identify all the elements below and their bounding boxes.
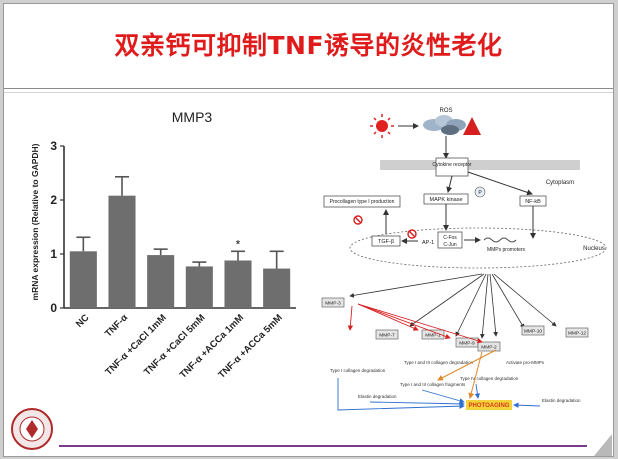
y-axis-label: mRNA expression (Relative to GAPDH) xyxy=(30,143,40,300)
ros-label: ROS xyxy=(439,108,452,114)
slide: 双亲钙可抑制TNF诱导的炎性老化 MMP3 mRNA expression (R… xyxy=(3,3,614,457)
fan-arrows xyxy=(349,273,557,339)
cell-membrane xyxy=(380,160,580,170)
bar xyxy=(108,195,136,308)
nucleus-label: Nucleus xyxy=(583,246,605,252)
sun-icon xyxy=(370,114,394,138)
page-corner xyxy=(594,434,612,456)
mmp-box xyxy=(477,341,501,352)
mmp-label: MMP-9 xyxy=(459,341,475,347)
mmp-label: MMP-3 xyxy=(325,301,341,307)
cfos-cjun-box xyxy=(437,231,463,249)
y-tick-label: 0 xyxy=(50,301,57,315)
bar xyxy=(147,255,175,308)
title-divider xyxy=(4,88,613,89)
x-tick-label: TNF-α +ACCa 5mM xyxy=(216,312,285,381)
mmp-box xyxy=(321,297,345,308)
nfkb-label: NF-kB xyxy=(525,199,541,205)
slide-title: 双亲钙可抑制TNF诱导的炎性老化 xyxy=(114,31,503,60)
mmp-label: MMP-7 xyxy=(379,333,395,339)
mmp-label: MMP-12 xyxy=(568,331,586,337)
activate-label: Activate pro-MMPs xyxy=(506,360,545,365)
mapk-label: MAPK kinase xyxy=(429,197,462,203)
t4-deg-label: Type IV collagen degradation xyxy=(460,376,519,381)
chart-title: MMP3 xyxy=(172,109,213,125)
mmp-box xyxy=(375,329,399,340)
elastin-label-1: Elastin degradation xyxy=(358,394,397,399)
bar-chart: MMP3 mRNA expression (Relative to GAPDH)… xyxy=(30,109,296,381)
tgf-box xyxy=(371,235,401,247)
cfos-label: C-Fos xyxy=(443,235,457,241)
mmp-box xyxy=(421,329,445,340)
mmp-label: MMP-1 xyxy=(425,333,441,339)
phospho-icon xyxy=(474,186,486,198)
significance-star: * xyxy=(236,237,241,251)
mmp-box xyxy=(565,327,589,338)
x-tick-label: TNF-α +ACCa 1mM xyxy=(178,312,247,381)
cytokine-receptor-label: Cytokine receptor xyxy=(432,162,472,168)
elastin-label-2: Elastin degradation xyxy=(542,398,581,403)
ap1-label: AP-1 xyxy=(422,240,434,246)
x-tick-label: TNF-α xyxy=(103,312,130,339)
y-tick-label: 2 xyxy=(50,193,57,207)
procollagen-box xyxy=(323,195,401,208)
dna-icon xyxy=(483,237,517,243)
pathway-diagram: ROS Cytokine receptor Cytoplasm MAPK kin… xyxy=(321,108,607,411)
mmp-label: MMP-10 xyxy=(524,329,542,335)
photoaging-label: PHOTOAGING xyxy=(469,403,510,409)
university-seal-logo xyxy=(11,408,53,450)
bar xyxy=(185,266,213,308)
mmp-box xyxy=(521,325,545,336)
footer-line xyxy=(59,445,587,447)
ros-cloud-icon xyxy=(423,115,466,135)
photoaging-box xyxy=(466,400,512,410)
t13-frag-label: Type I and III collagen fragments xyxy=(400,382,466,387)
phospho-label: P xyxy=(478,190,482,196)
bar xyxy=(263,268,291,308)
cytoplasm-label: Cytoplasm xyxy=(546,180,574,186)
nucleus-boundary xyxy=(349,227,607,269)
y-tick-label: 3 xyxy=(50,139,57,153)
inhibit-icon xyxy=(353,215,363,225)
title-divider-light xyxy=(4,92,613,93)
mmp-promoters-label: MMPs promoters xyxy=(487,247,526,253)
inhibit-icon xyxy=(407,229,417,239)
bar xyxy=(69,251,97,308)
y-tick-label: 1 xyxy=(50,247,57,261)
mmp-label: MMP-2 xyxy=(481,345,497,351)
t1-deg-label: Type I collagen degradation xyxy=(330,368,386,373)
cjun-label: C-Jun xyxy=(443,242,457,248)
bar xyxy=(224,260,252,308)
x-tick-label: NC xyxy=(74,312,92,330)
tgf-label: TGF-β xyxy=(378,239,394,245)
t13-deg-label: Type I and III collagen degradation xyxy=(404,360,474,365)
procollagen-label: Procollagen type I production xyxy=(330,199,395,205)
